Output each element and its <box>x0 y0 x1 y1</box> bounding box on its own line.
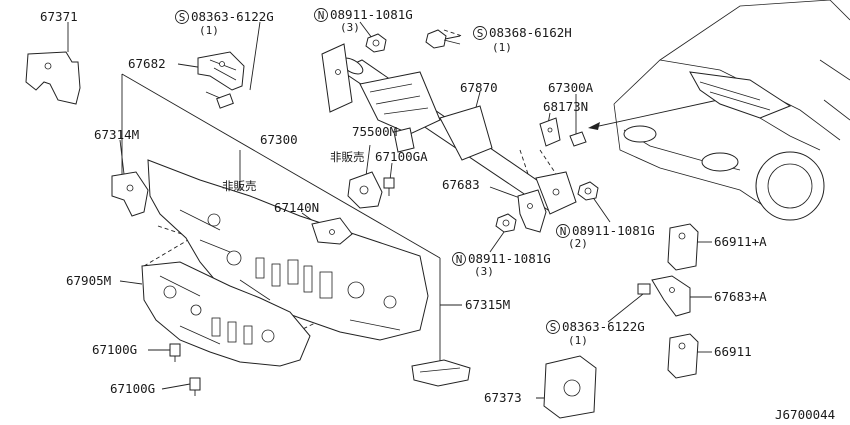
label-66911A: 66911+A <box>714 234 767 249</box>
label-67100G-1: 67100G <box>92 342 137 357</box>
nut-08911-top <box>365 33 387 53</box>
svg-text:N: N <box>456 253 463 266</box>
label-67371: 67371 <box>40 9 78 24</box>
label-75500M: 75500M <box>352 124 397 139</box>
nut-08911-mid <box>577 181 599 201</box>
screw-symbol-1 <box>175 10 189 24</box>
label-67100G-2: 67100G <box>110 381 155 396</box>
arrow-head <box>588 122 600 130</box>
part-67140N-plate <box>311 217 353 245</box>
part-67314M-bracket <box>111 171 149 217</box>
part-67683A-bracket <box>637 275 691 317</box>
part-67315M-bracket <box>411 359 471 387</box>
label-08363-top: 08363-6122G <box>191 9 274 24</box>
screw-symbol-2 <box>473 26 487 40</box>
part-67870-steering-member <box>321 43 577 215</box>
label-67300A: 67300A <box>548 80 594 95</box>
label-08363-low-qty: (1) <box>568 334 588 347</box>
label-67140N: 67140N <box>274 200 319 215</box>
part-67373-cover <box>543 355 597 419</box>
part-68173N-clip <box>539 117 561 147</box>
bolt-08368 <box>425 29 461 49</box>
svg-text:S: S <box>477 27 484 40</box>
label-08911-top-qty: (3) <box>340 21 360 34</box>
svg-text:S: S <box>550 321 557 334</box>
label-67100GA: 67100GA <box>375 149 428 164</box>
part-67100G-clip-2 <box>189 377 201 396</box>
symbol-markers: S N S N N S <box>175 8 570 334</box>
svg-text:N: N <box>560 225 567 238</box>
part-67100G-clip-1 <box>169 343 181 362</box>
label-08911-mid-qty: (2) <box>568 237 588 250</box>
label-08911-mid: 08911-1081G <box>572 223 655 238</box>
label-68173N: 68173N <box>543 99 588 114</box>
svg-text:S: S <box>179 11 186 24</box>
part-66911-pad <box>667 333 699 379</box>
part-labels: 67371 08363-6122G (1) 08911-1081G (3) 08… <box>40 7 835 422</box>
label-not-sold-2: 非販売 <box>222 179 257 193</box>
label-67683A: 67683+A <box>714 289 767 304</box>
svg-text:N: N <box>318 9 325 22</box>
label-08911-low: 08911-1081G <box>468 251 551 266</box>
label-67683: 67683 <box>442 177 480 192</box>
label-08363-low: 08363-6122G <box>562 319 645 334</box>
part-67300A-clip <box>569 131 587 147</box>
part-67683-bracket <box>517 189 547 233</box>
leader-lines <box>67 21 719 399</box>
label-08368: 08368-6162H <box>489 25 572 40</box>
diagram-id: J6700044 <box>775 407 835 422</box>
nut-symbol-1 <box>314 8 328 22</box>
part-67905M-insulator <box>141 261 311 367</box>
part-67100GA-clip <box>383 177 395 196</box>
label-67870: 67870 <box>460 80 498 95</box>
nut-symbol-2 <box>556 224 570 238</box>
car-front-sketch <box>613 0 850 221</box>
screw-symbol-3 <box>546 320 560 334</box>
label-66911: 66911 <box>714 344 752 359</box>
label-08363-top-qty: (1) <box>199 24 219 37</box>
part-67300-dash-panel <box>147 159 429 341</box>
label-67300: 67300 <box>260 132 298 147</box>
label-67314M: 67314M <box>94 127 139 142</box>
nut-08911-low <box>495 213 517 233</box>
label-08911-top: 08911-1081G <box>330 7 413 22</box>
label-67905M: 67905M <box>66 273 111 288</box>
part-67371-insulator <box>25 51 81 105</box>
label-not-sold-1: 非販売 <box>330 150 365 164</box>
label-08911-low-qty: (3) <box>474 265 494 278</box>
label-67373: 67373 <box>484 390 522 405</box>
nut-symbol-3 <box>452 252 466 266</box>
label-67682: 67682 <box>128 56 166 71</box>
label-08368-qty: (1) <box>492 41 512 54</box>
part-67682-bracket <box>197 51 245 91</box>
part-75500M-bracket <box>347 171 383 209</box>
bolt-08363-top <box>205 91 234 109</box>
label-67315M: 67315M <box>465 297 510 312</box>
part-66911A-pad <box>667 223 699 271</box>
